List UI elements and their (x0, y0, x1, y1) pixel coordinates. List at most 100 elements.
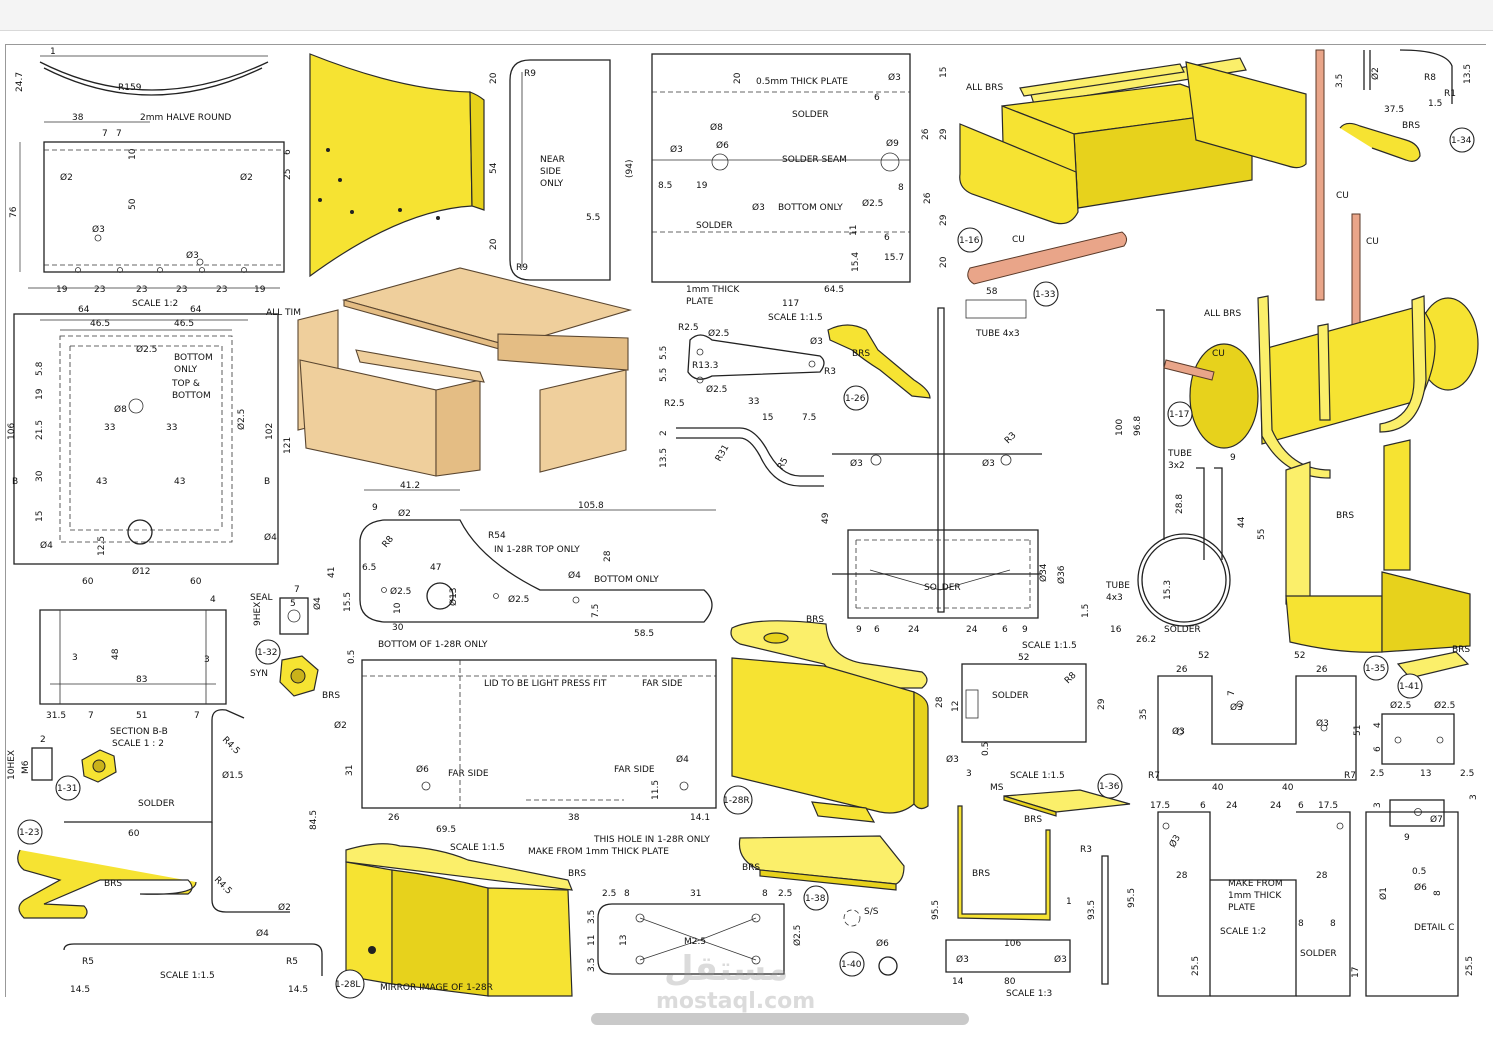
dim-phi2a: Ø2 (60, 172, 73, 183)
dim-0-5: 0.5 (347, 650, 357, 664)
dim-83: 83 (136, 675, 147, 685)
dim-7f: 7 (1227, 690, 1237, 696)
dim-41: 41 (327, 567, 337, 578)
label-solder-5: SOLDER (1164, 625, 1201, 635)
dim-64-5: 64.5 (824, 285, 844, 295)
dim-76: 76 (9, 206, 19, 218)
dim-r1: R1 (1444, 89, 1456, 99)
dim-84-5: 84.5 (309, 810, 319, 830)
dim-55: 55 (1257, 529, 1267, 540)
callout-1-26: 1-26 (845, 394, 866, 404)
label-all-brs: ALL BRS (966, 83, 1003, 93)
part-ms-plate: MS BRS (990, 783, 1131, 825)
callout-1-41: 1-41 (1399, 682, 1419, 692)
dim-64a: 64 (78, 305, 90, 315)
label-make-from-2c: PLATE (1228, 903, 1256, 913)
label-solder-1: SOLDER (792, 110, 829, 120)
label-all-brs-2: ALL BRS (1204, 309, 1241, 319)
dim-6g: 6 (1200, 801, 1206, 811)
part-top-plate-1-28R: 41.2 105.8 9 Ø2 R8 R54 IN 1-28R TOP ONLY… (327, 481, 716, 650)
dim-15-4: 15.4 (851, 252, 861, 272)
dim-phi2c: Ø2 (1370, 67, 1381, 80)
dim-phi2-5f: Ø2.5 (508, 594, 529, 605)
dim-2-5a: 2.5 (1370, 769, 1384, 779)
dim-46-5b: 46.5 (174, 319, 194, 329)
dim-14-5a: 14.5 (70, 985, 90, 995)
dim-43a: 43 (96, 477, 107, 487)
label-far-side-3: FAR SIDE (614, 765, 655, 775)
dim-30: 30 (35, 470, 45, 482)
label-this-hole: THIS HOLE IN 1-28R ONLY (593, 835, 710, 845)
dim-43b: 43 (174, 477, 185, 487)
dim-phi6: Ø6 (716, 140, 729, 151)
dim-33a: 33 (104, 423, 115, 433)
dim-phi34: Ø34 (1038, 563, 1049, 582)
dim-r9b: R9 (516, 263, 528, 273)
dim-phi1-5: Ø1.5 (222, 770, 243, 781)
dim-46-5a: 46.5 (90, 319, 110, 329)
part-bottom-plate: 17.5 6 24 24 6 17.5 Ø3 28 28 MAKE FROM 1… (1127, 801, 1475, 997)
dim-24c: 24 (1226, 801, 1238, 811)
label-near-side-2: SIDE (540, 167, 561, 177)
horizontal-scrollbar[interactable] (591, 1013, 969, 1025)
dim-6d: 6 (874, 625, 880, 635)
dim-26-top: 26 (921, 128, 931, 140)
dim-3-5b: 3.5 (587, 910, 597, 924)
dim-60b: 60 (190, 577, 202, 587)
dim-7d: 7 (194, 711, 200, 721)
dim-8-5: 8.5 (658, 181, 672, 191)
label-tube-3x2a: TUBE (1167, 449, 1192, 459)
label-tube-3x2b: 3x2 (1168, 461, 1185, 471)
dim-7-5b: 7.5 (591, 604, 601, 618)
dim-19b: 19 (254, 285, 266, 295)
label-far-side-2: FAR SIDE (448, 769, 489, 779)
label-cu-2: CU (1366, 237, 1379, 247)
dim-4c: 4 (1373, 722, 1383, 728)
part-rod-bracket: SOLDER Ø3 Ø3 R3 49 9 6 24 24 6 9 Ø34 Ø36… (821, 307, 1077, 651)
dim-96-8: 96.8 (1133, 416, 1143, 436)
label-brs-3: BRS (322, 691, 340, 701)
dim-5-5b: 5.5 (659, 346, 669, 360)
dim-20c: 20 (733, 72, 743, 84)
part-plan-view: 64 64 46.5 46.5 106 102 121 33 33 43 43 … (7, 305, 293, 587)
dim-5-5: 5.5 (586, 213, 600, 223)
dim-105-8: 105.8 (578, 501, 604, 511)
dim-r31: R31 (714, 443, 732, 463)
dim-10: 10 (128, 148, 138, 160)
dim-12: 12 (951, 701, 961, 712)
dim-phi2-5h: Ø2.5 (1434, 700, 1455, 711)
label-brs-4: BRS (104, 879, 122, 889)
dim-33c: 33 (748, 397, 759, 407)
dim-9c: 9 (1022, 625, 1028, 635)
dim-28b: 28 (935, 696, 945, 708)
dim-5-8: 5.8 (35, 361, 45, 376)
part-bracket-1-26: R2.5 Ø2.5 5.5 5.5 R13.3 R2.5 Ø2.5 33 Ø3 … (659, 323, 931, 409)
scale-label-3: SCALE 1:1.5 (450, 843, 505, 853)
dim-24b: 24 (966, 625, 978, 635)
dim-7b: 7 (116, 129, 122, 139)
scale-label-8: SCALE 1:3 (1006, 989, 1052, 999)
dim-3d: 3 (1373, 802, 1383, 808)
dim-phi3k: Ø3 (1172, 726, 1185, 737)
label-make-from-2a: MAKE FROM (1228, 879, 1283, 889)
label-ms: MS (990, 783, 1004, 793)
callout-1-40: 1-40 (841, 960, 862, 970)
callout-1-16: 1-16 (959, 236, 980, 246)
dim-11b: 11 (587, 935, 597, 946)
dim-15-3: 15.3 (1163, 580, 1173, 600)
dim-phi4c: Ø4 (568, 570, 581, 581)
dim-phi2-5d: Ø2.5 (706, 384, 727, 395)
part-near-side-plate: 20 54 20 R9 R9 NEAR SIDE ONLY 5.5 (489, 59, 611, 281)
dim-15: 15 (35, 511, 45, 522)
dim-3-5: 3.5 (1335, 74, 1345, 88)
dim-8e: 8 (624, 889, 630, 899)
dim-6f: 6 (1373, 746, 1383, 752)
label-brs-9: BRS (1452, 645, 1470, 655)
scale-label-5: SCALE 1:1.5 (160, 971, 215, 981)
dim-phi2-5c: Ø2.5 (708, 328, 729, 339)
dim-9: 9 (372, 503, 378, 513)
browser-top-bar (0, 0, 1493, 31)
part-ss-pin: S/S Ø6 (843, 907, 898, 976)
dim-106b: 106 (1004, 939, 1021, 949)
dim-48: 48 (111, 648, 121, 660)
